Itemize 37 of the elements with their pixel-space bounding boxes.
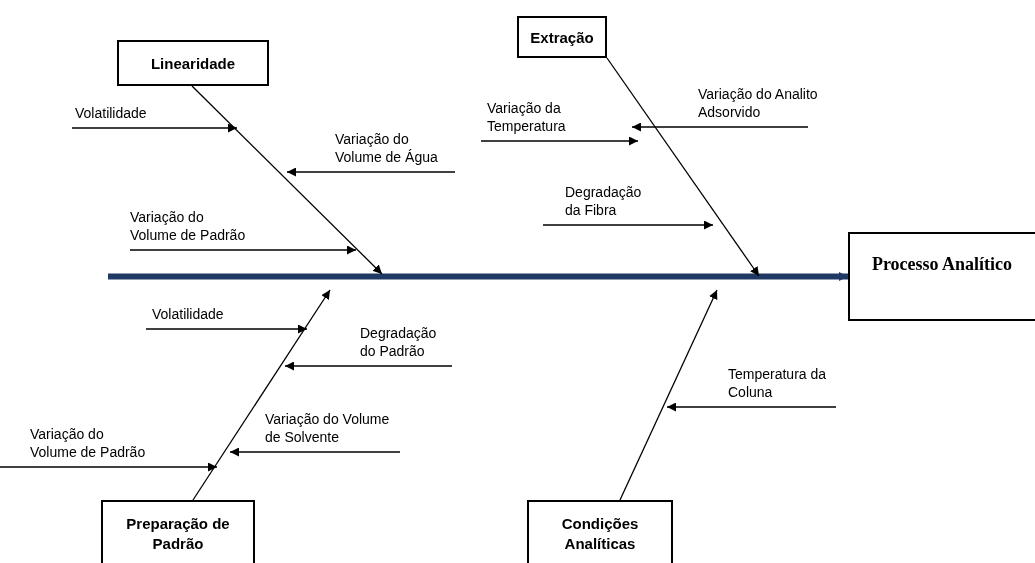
arrow (480, 136, 639, 146)
category-label: Linearidade (150, 54, 236, 74)
category-label: Condições Analíticas (560, 514, 640, 554)
cause-label: Volatilidade (75, 104, 147, 122)
arrow (129, 245, 357, 255)
cause-label: Variação do Volume de Água (335, 130, 439, 166)
cause-label: Variação do Volume de Padrão (30, 425, 147, 461)
category-box (101, 500, 255, 563)
category-box (117, 40, 269, 86)
category-label: Preparação de Padrão (125, 514, 231, 554)
cause-label: Variação do Volume de Padrão (130, 208, 247, 244)
category-label: Extração (530, 28, 594, 48)
cause-label: Degradação da Fibra (565, 183, 643, 219)
bone-arrow (619, 289, 718, 501)
bone-arrow (666, 402, 837, 412)
arrow (542, 220, 714, 230)
bone-arrow (631, 122, 809, 132)
spine-arrow (108, 272, 848, 281)
arrow (0, 462, 218, 472)
bone-arrow (192, 289, 331, 501)
bone-arrow (284, 361, 453, 371)
cause-label: Temperatura da Coluna (728, 365, 828, 401)
cause-label: Degradação do Padrão (360, 324, 438, 360)
bone-arrow (191, 85, 383, 275)
effect-label: Processo Analítico (871, 253, 1013, 276)
cause-label: Variação do Analito Adsorvido (698, 85, 818, 121)
category-box (527, 500, 673, 563)
cause-label: Volatilidade (152, 305, 224, 323)
bone-arrow (606, 57, 760, 277)
cause-label: Variação da Temperatura (487, 99, 567, 135)
cause-label: Variação do Volume de Solvente (265, 410, 391, 446)
arrow (145, 324, 308, 334)
effect-box (848, 232, 1035, 321)
arrow (229, 447, 401, 457)
bone-arrow (286, 167, 456, 177)
category-box (517, 16, 607, 58)
arrow (71, 123, 238, 133)
